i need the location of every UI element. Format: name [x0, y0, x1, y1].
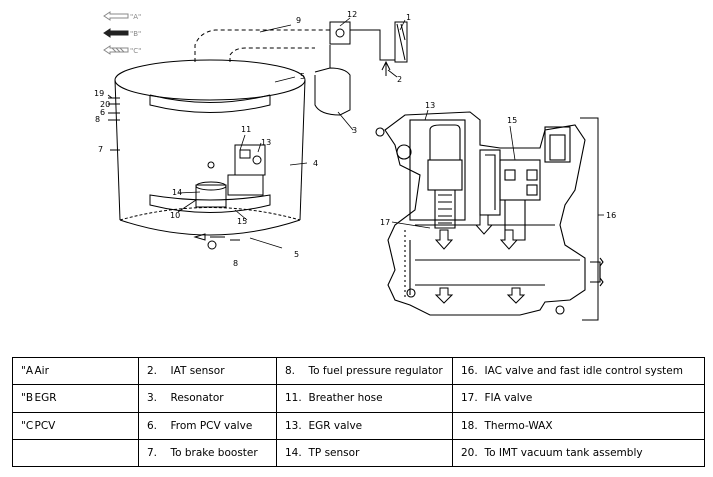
legend-value: To brake booster [168, 438, 277, 468]
flow-legend [103, 11, 129, 55]
legend-key: 6. [138, 411, 169, 440]
callout-15-right: 15 [507, 116, 517, 125]
legend-row: 7. To brake booster 14. TP sensor 20. To… [12, 438, 705, 468]
legend-key: 14. [276, 438, 307, 468]
legend-key: "A": [12, 356, 33, 386]
callout-5-top: 5 [300, 72, 305, 81]
legend-key: 18. [452, 411, 483, 440]
legend-value: PCV [32, 411, 139, 440]
legend-key: 2. [138, 356, 169, 386]
legend-value: FIA valve [482, 384, 705, 413]
legend-row: "A": Air 2. IAT sensor 8. To fuel pressu… [12, 356, 705, 386]
callout-4: 4 [313, 159, 318, 168]
legend-value: Resonator [168, 384, 277, 413]
legend-key: 7. [138, 438, 169, 468]
legend-value: Breather hose [306, 384, 453, 413]
legend-key: 11. [276, 384, 307, 413]
callout-8-bottom: 8 [233, 259, 238, 268]
intake-manifold [114, 59, 306, 236]
legend-key: "C": [12, 411, 33, 440]
callout-7: 7 [98, 145, 103, 154]
legend-row: "B": EGR 3. Resonator 11. Breather hose … [12, 384, 705, 413]
air-passage [194, 29, 330, 62]
flow-arrows [434, 214, 526, 304]
callout-8-side: 8 [95, 115, 100, 124]
callout-15-left: 15 [237, 217, 247, 226]
legend-value: Thermo-WAX [482, 411, 705, 440]
intake-system-diagram: "A" "B" "C" [94, 10, 616, 321]
legend-row: "C": PCV 6. From PCV valve 13. EGR valve… [12, 411, 705, 440]
legend-value: Air [32, 356, 139, 386]
flow-legend-b: "B" [130, 30, 141, 38]
legend-key: 3. [138, 384, 169, 413]
legend-value [32, 438, 139, 468]
callout-6: 6 [100, 108, 105, 117]
throttle-body [193, 144, 266, 250]
bracket-16 [580, 117, 599, 321]
legend-value: EGR valve [306, 411, 453, 440]
side-hoses [108, 97, 120, 151]
legend-key: 13. [276, 411, 307, 440]
callout-10: 10 [170, 211, 180, 220]
legend-key: 16. [452, 356, 483, 386]
callout-3: 3 [352, 126, 357, 135]
parts-legend-table: "A": Air 2. IAT sensor 8. To fuel pressu… [12, 356, 705, 468]
callout-1: 1 [406, 13, 411, 22]
callout-16: 16 [606, 211, 616, 220]
callout-14: 14 [172, 188, 182, 197]
legend-value: TP sensor [306, 438, 453, 468]
resonator [314, 45, 351, 116]
legend-key: 8. [276, 356, 307, 386]
callout-17: 17 [380, 218, 390, 227]
iac-valve-assembly [375, 111, 604, 316]
legend-key [12, 438, 33, 468]
legend-key: 17. [452, 384, 483, 413]
leader-lines [107, 17, 604, 249]
callout-11: 11 [241, 125, 251, 134]
callout-19: 19 [94, 89, 104, 98]
callout-5-bottom: 5 [294, 250, 299, 259]
callout-13-left: 13 [261, 138, 271, 147]
legend-key: 20. [452, 438, 483, 468]
flow-legend-c: "C" [130, 47, 141, 55]
legend-value: To fuel pressure regulator [306, 356, 453, 386]
legend-value: EGR [32, 384, 139, 413]
flow-legend-a: "A" [130, 13, 141, 21]
legend-value: IAT sensor [168, 356, 277, 386]
legend-value: IAC valve and fast idle control system [482, 356, 705, 386]
legend-value: To IMT vacuum tank assembly [482, 438, 705, 468]
callout-13-right: 13 [425, 101, 435, 110]
air-cleaner [329, 21, 408, 76]
legend-value: From PCV valve [168, 411, 277, 440]
callout-20: 20 [100, 100, 110, 109]
legend-key: "B": [12, 384, 33, 413]
callout-9: 9 [296, 16, 301, 25]
callout-12: 12 [347, 10, 357, 19]
callout-2: 2 [397, 75, 402, 84]
